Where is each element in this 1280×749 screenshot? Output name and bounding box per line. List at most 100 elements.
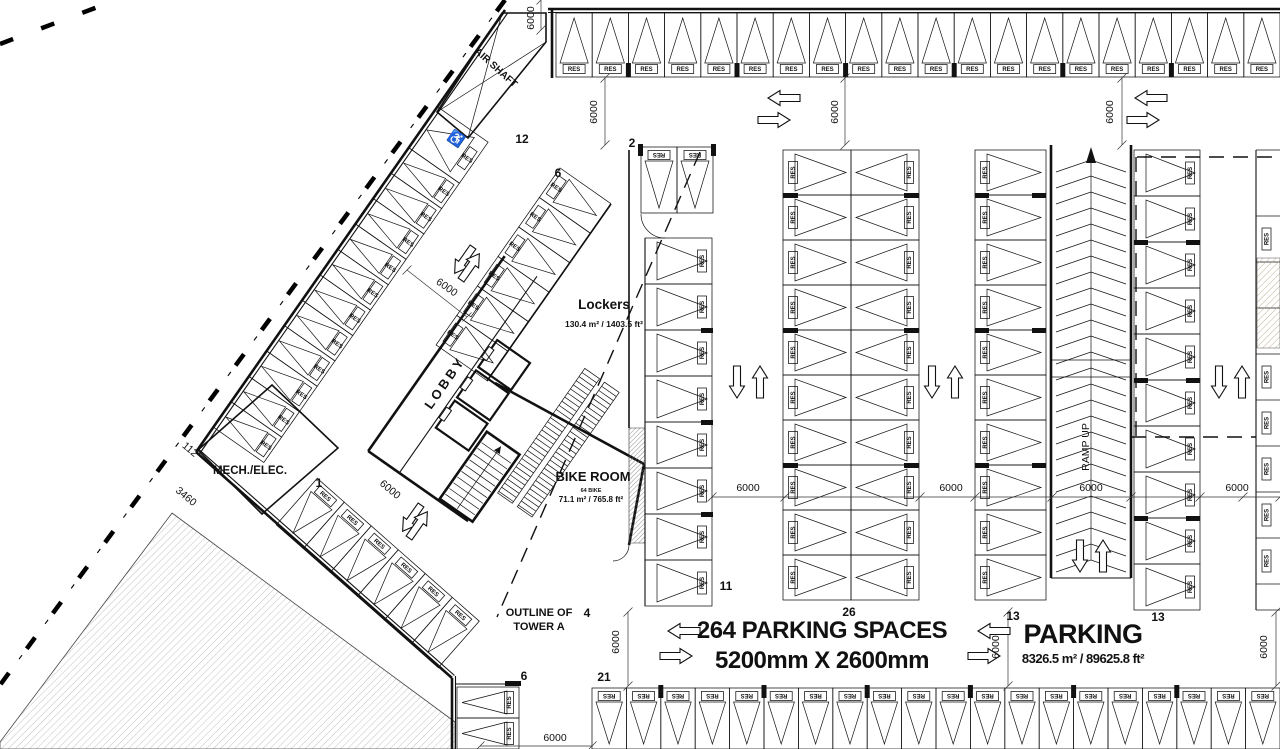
count-13a: 13 xyxy=(1006,609,1020,623)
stall-res-label: RES xyxy=(858,67,870,73)
stall-res-label: RES xyxy=(983,256,989,268)
parking-stall: RES xyxy=(783,195,851,240)
stall-res-label: RES xyxy=(1265,417,1271,429)
stall-res-label: RES xyxy=(791,481,797,493)
stall-res-label: RES xyxy=(791,391,797,403)
parking-stall: RES xyxy=(975,195,1046,240)
mech-elec-room: MECH./ELEC. xyxy=(198,385,338,514)
stall-res-label: RES xyxy=(689,151,701,157)
column-post xyxy=(1032,193,1046,198)
stall-res-label: RES xyxy=(507,696,513,708)
column-post xyxy=(904,463,919,468)
parking-stall: RES xyxy=(477,256,548,321)
arrow-down-icon xyxy=(728,365,746,399)
stall-res-label: RES xyxy=(1188,535,1194,547)
stall-res-label: RES xyxy=(791,346,797,358)
summary-text: 264 PARKING SPACES 5200mm X 2600mm PARKI… xyxy=(697,617,1146,674)
stall-res-label: RES xyxy=(637,692,649,698)
property-line xyxy=(0,0,505,685)
column-post xyxy=(1134,378,1148,383)
stall-res-label: RES xyxy=(348,313,362,325)
stall-res-label: RES xyxy=(401,237,415,249)
stall-res-label: RES xyxy=(966,67,978,73)
column-post xyxy=(761,685,767,698)
stall-res-label: RES xyxy=(791,436,797,448)
stall-res-label: RES xyxy=(640,67,652,73)
stall-res-label: RES xyxy=(907,211,913,223)
parking-stall: RES xyxy=(1177,688,1211,749)
count-4: 4 xyxy=(584,606,591,620)
stall-res-label: RES xyxy=(1188,692,1200,698)
stall-res-label: RES xyxy=(1002,67,1014,73)
parking-stall: RES xyxy=(851,240,919,285)
arrow-left-icon xyxy=(767,89,801,107)
dim-6000: 6000 xyxy=(1258,635,1270,659)
tower-outline-label-2: TOWER A xyxy=(513,621,564,633)
stall-res-label: RES xyxy=(1085,692,1097,698)
stall-res-label: RES xyxy=(907,526,913,538)
stall-res-label: RES xyxy=(653,151,665,157)
stall-res-label: RES xyxy=(947,692,959,698)
stall-res-label: RES xyxy=(791,166,797,178)
parking-stall: RES xyxy=(1134,196,1200,242)
stall-res-label: RES xyxy=(487,271,501,283)
parking-stall: RES xyxy=(519,197,590,262)
column-post xyxy=(1186,240,1200,245)
parking-stall: RES xyxy=(1074,688,1108,749)
parking-stall: RES xyxy=(1142,688,1176,749)
parking-stall: RES xyxy=(783,465,851,510)
parking-stall: RES xyxy=(970,688,1004,749)
arrow-down-icon xyxy=(1210,365,1228,399)
parking-stall: RES xyxy=(592,13,628,77)
parking-stall: RES xyxy=(1244,13,1280,77)
lockers-label: Lockers xyxy=(578,297,630,312)
arrow-up-icon xyxy=(1233,365,1251,399)
parking-stall: RES xyxy=(851,510,919,555)
column-post xyxy=(975,193,989,198)
column-post xyxy=(783,463,798,468)
column-post xyxy=(1134,240,1148,245)
stall-res-label: RES xyxy=(1050,692,1062,698)
stall-res-label: RES xyxy=(913,692,925,698)
stall-res-label: RES xyxy=(568,67,580,73)
stall-res-label: RES xyxy=(604,67,616,73)
parking-stall: RES xyxy=(783,375,851,420)
dim-6000: 6000 xyxy=(377,478,403,502)
stall-res-label: RES xyxy=(700,531,706,543)
parking-stall: RES xyxy=(773,13,809,77)
stall-res-label: RES xyxy=(312,364,326,376)
lockers-area: 130.4 m² / 1403.5 ft² xyxy=(565,319,643,329)
parking-stall: RES xyxy=(975,330,1046,375)
parking-zone-title: PARKING xyxy=(1023,619,1142,649)
stall-res-label: RES xyxy=(983,481,989,493)
stall-res-label: RES xyxy=(749,67,761,73)
stall-res-label: RES xyxy=(700,485,706,497)
count-13b: 13 xyxy=(1151,610,1165,624)
stall-res-label: RES xyxy=(907,571,913,583)
arrow-up-icon xyxy=(751,365,769,399)
parking-stall: RES xyxy=(498,227,569,292)
parking-stall: RES xyxy=(783,555,851,600)
stall-res-label: RES xyxy=(741,692,753,698)
parking-stall: RES xyxy=(1108,688,1142,749)
bike-room-area: 71.1 m² / 765.8 ft² xyxy=(559,495,624,504)
parking-stall: RES xyxy=(626,688,660,749)
dim-6000: 6000 xyxy=(543,732,567,744)
arrow-right-icon xyxy=(757,111,791,129)
ramp: RAMP UP xyxy=(1051,145,1131,578)
stall-res-label: RES xyxy=(1147,67,1159,73)
arrow-right-icon xyxy=(1126,111,1160,129)
stall-res-label: RES xyxy=(1256,67,1268,73)
parking-stall: RES xyxy=(645,284,712,330)
parking-stall: RES xyxy=(851,555,919,600)
stall-res-label: RES xyxy=(983,436,989,448)
parking-stall: RES xyxy=(783,510,851,555)
parking-stall: RES xyxy=(975,240,1046,285)
stall-res-label: RES xyxy=(508,241,522,253)
stall-size-title: 5200mm X 2600mm xyxy=(715,647,929,674)
tower-outline-label-1: OUTLINE OF xyxy=(506,607,573,619)
stall-res-label: RES xyxy=(1188,167,1194,179)
